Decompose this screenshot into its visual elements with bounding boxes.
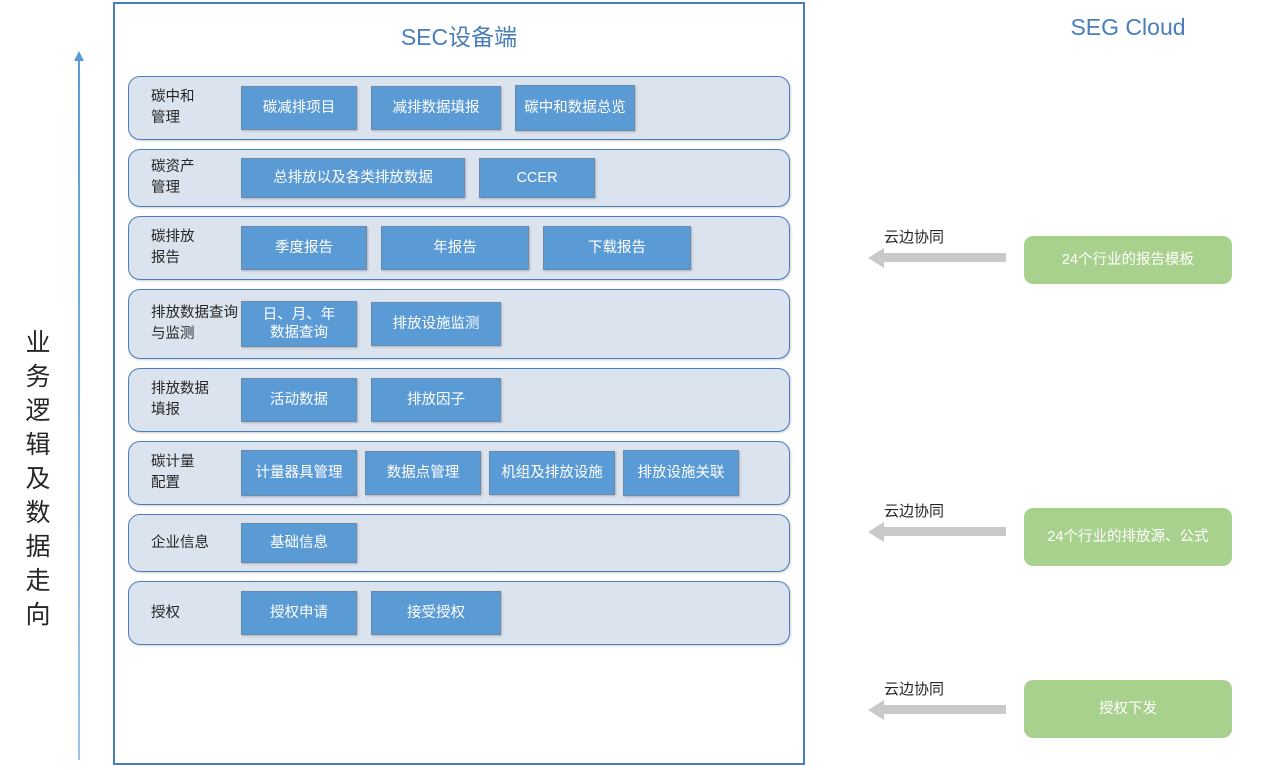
module-row-emission-report: 碳排放报告 季度报告 年报告 下载报告 bbox=[128, 216, 790, 280]
button-emission-facility-association[interactable]: 排放设施关联 bbox=[623, 450, 739, 496]
module-row-authorization: 授权 授权申请 接受授权 bbox=[128, 581, 790, 645]
cloud-block-authorization-dispatch[interactable]: 授权下发 bbox=[1024, 680, 1232, 738]
flow-direction-arrow-icon bbox=[74, 51, 84, 760]
button-data-point-management[interactable]: 数据点管理 bbox=[365, 451, 481, 495]
button-accept-authorization[interactable]: 接受授权 bbox=[371, 591, 501, 635]
cloud-to-edge-arrow-icon bbox=[868, 699, 1006, 720]
button-quarterly-report[interactable]: 季度报告 bbox=[241, 226, 367, 270]
cloud-edge-sync-label: 云边协同 bbox=[884, 503, 945, 520]
button-activity-data[interactable]: 活动数据 bbox=[241, 378, 357, 422]
module-row-buttons: 季度报告 年报告 下载报告 bbox=[241, 226, 691, 270]
cloud-edge-sync-group-1: 云边协同 bbox=[860, 226, 1030, 276]
button-annual-report[interactable]: 年报告 bbox=[381, 226, 529, 270]
button-authorization-request[interactable]: 授权申请 bbox=[241, 591, 357, 635]
module-row-enterprise-info: 企业信息 基础信息 bbox=[128, 514, 790, 572]
module-row-carbon-metering-config: 碳计量配置 计量器具管理 数据点管理 机组及排放设施 排放设施关联 bbox=[128, 441, 790, 505]
module-row-label: 碳资产管理 bbox=[151, 159, 195, 196]
button-reduction-data-report[interactable]: 减排数据填报 bbox=[371, 86, 501, 130]
module-row-buttons: 总排放以及各类排放数据 CCER bbox=[241, 158, 595, 198]
module-row-label: 企业信息 bbox=[151, 534, 209, 551]
flow-direction-label: 业务逻辑及数据走向 bbox=[25, 329, 51, 629]
sec-device-panel: SEC设备端 碳中和管理 碳减排项目 减排数据填报 碳中和数据总览 碳资产管理 … bbox=[113, 2, 805, 765]
module-row-buttons: 计量器具管理 数据点管理 机组及排放设施 排放设施关联 bbox=[241, 450, 739, 496]
module-row-buttons: 日、月、年数据查询 排放设施监测 bbox=[241, 301, 501, 347]
sec-panel-title: SEC设备端 bbox=[400, 24, 518, 50]
cloud-edge-sync-group-3: 云边协同 bbox=[860, 678, 1030, 728]
module-row-label: 排放数据查询与监测 bbox=[151, 305, 238, 342]
module-row-buttons: 活动数据 排放因子 bbox=[241, 378, 501, 422]
button-carbon-reduction-project[interactable]: 碳减排项目 bbox=[241, 86, 357, 130]
module-row-label: 碳计量配置 bbox=[151, 454, 195, 491]
button-carbon-neutral-overview[interactable]: 碳中和数据总览 bbox=[515, 85, 635, 131]
module-row-buttons: 授权申请 接受授权 bbox=[241, 591, 501, 635]
module-row-carbon-neutral: 碳中和管理 碳减排项目 减排数据填报 碳中和数据总览 bbox=[128, 76, 790, 140]
module-row-label: 授权 bbox=[151, 604, 180, 621]
cloud-edge-sync-label: 云边协同 bbox=[884, 681, 945, 698]
cloud-edge-sync-label: 云边协同 bbox=[884, 229, 945, 246]
module-row-label: 碳排放报告 bbox=[151, 229, 195, 266]
cloud-block-report-templates[interactable]: 24个行业的报告模板 bbox=[1024, 236, 1232, 284]
cloud-to-edge-arrow-icon bbox=[868, 521, 1006, 542]
button-ccer[interactable]: CCER bbox=[479, 158, 595, 198]
module-row-carbon-asset: 碳资产管理 总排放以及各类排放数据 CCER bbox=[128, 149, 790, 207]
button-day-month-year-query[interactable]: 日、月、年数据查询 bbox=[241, 301, 357, 347]
button-basic-info[interactable]: 基础信息 bbox=[241, 523, 357, 563]
cloud-block-emission-sources-formulas[interactable]: 24个行业的排放源、公式 bbox=[1024, 508, 1232, 566]
button-unit-and-emission-facility[interactable]: 机组及排放设施 bbox=[489, 451, 615, 495]
cloud-to-edge-arrow-icon bbox=[868, 247, 1006, 268]
button-metering-device-management[interactable]: 计量器具管理 bbox=[241, 450, 357, 496]
business-flow-annotation: 业务逻辑及数据走向 bbox=[0, 40, 110, 770]
module-row-label: 碳中和管理 bbox=[151, 89, 195, 126]
module-row-buttons: 基础信息 bbox=[241, 523, 357, 563]
module-row-emission-data-entry: 排放数据填报 活动数据 排放因子 bbox=[128, 368, 790, 432]
cloud-edge-sync-group-2: 云边协同 bbox=[860, 500, 1030, 550]
module-row-label: 排放数据填报 bbox=[151, 381, 209, 418]
button-emission-facility-monitoring[interactable]: 排放设施监测 bbox=[371, 302, 501, 346]
module-row-buttons: 碳减排项目 减排数据填报 碳中和数据总览 bbox=[241, 85, 635, 131]
button-emission-factor[interactable]: 排放因子 bbox=[371, 378, 501, 422]
button-download-report[interactable]: 下载报告 bbox=[543, 226, 691, 270]
seg-cloud-title: SEG Cloud bbox=[1070, 14, 1186, 40]
sec-module-rows: 碳中和管理 碳减排项目 减排数据填报 碳中和数据总览 碳资产管理 总排放以及各类… bbox=[128, 76, 790, 654]
module-row-emission-query-monitor: 排放数据查询与监测 日、月、年数据查询 排放设施监测 bbox=[128, 289, 790, 359]
button-total-and-category-emissions[interactable]: 总排放以及各类排放数据 bbox=[241, 158, 465, 198]
